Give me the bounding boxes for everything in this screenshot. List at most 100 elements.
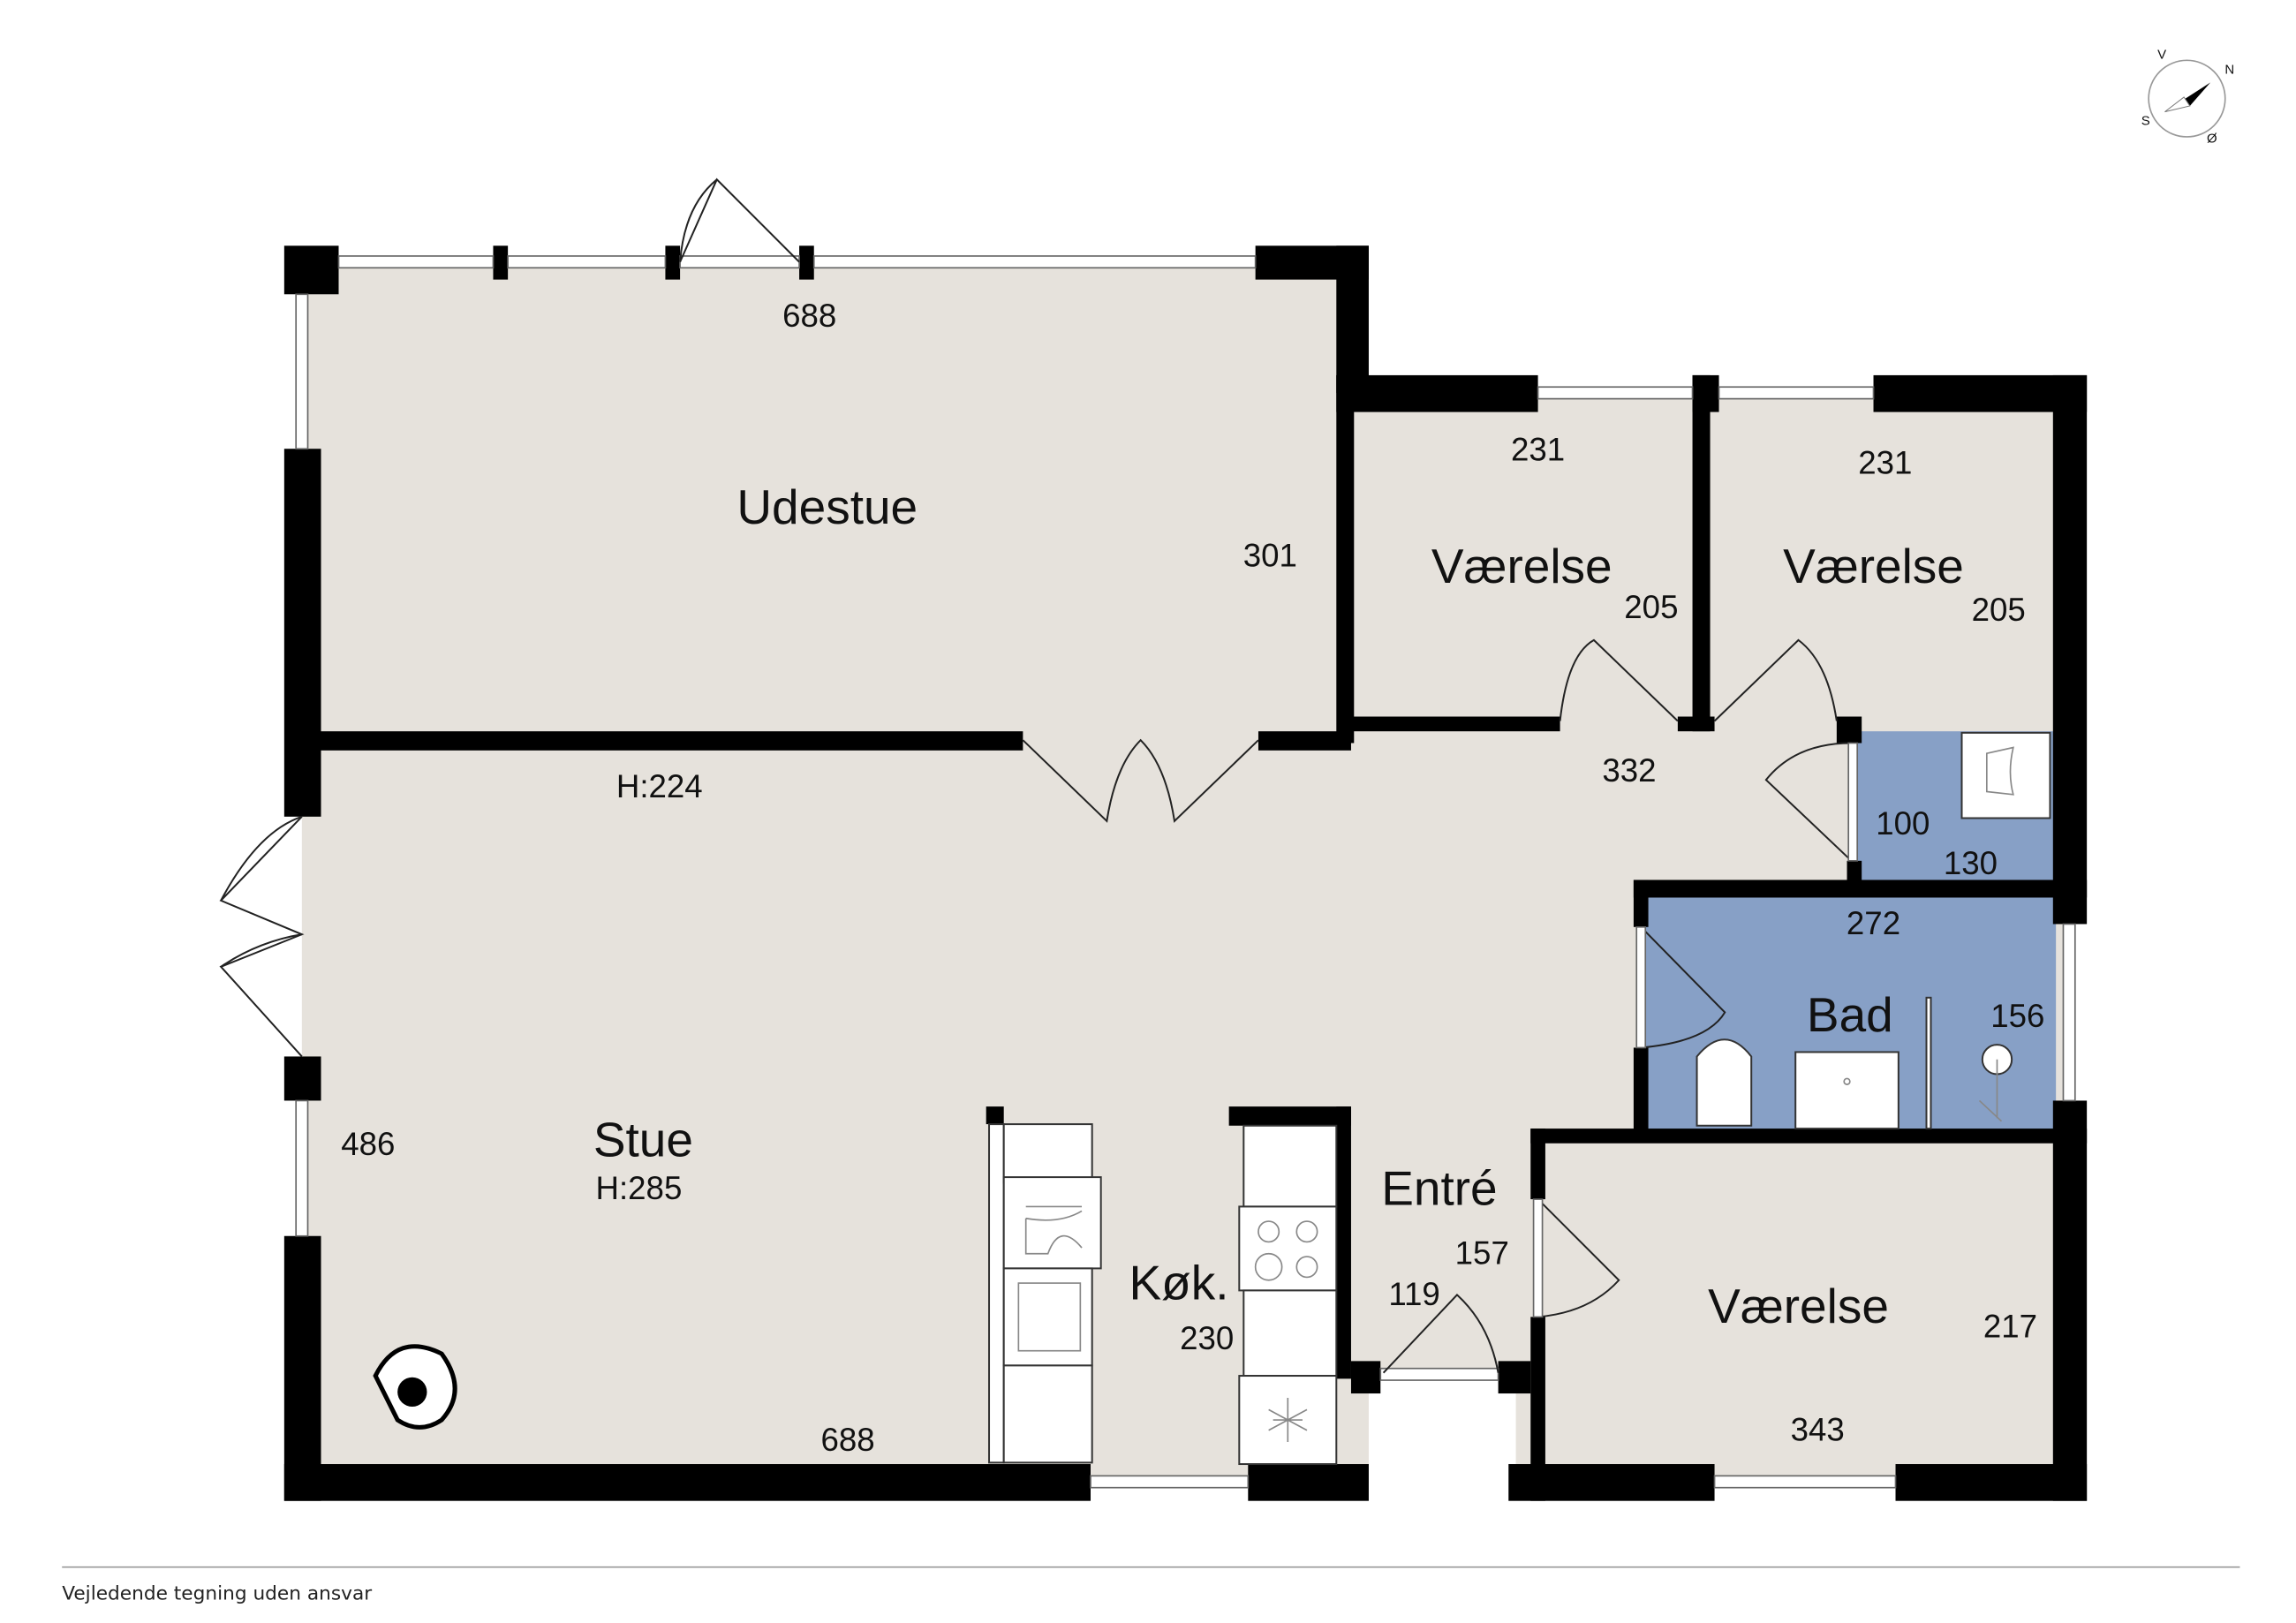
plan-shape xyxy=(1530,1317,1545,1501)
plan-shape xyxy=(2062,923,2076,1102)
plan-shape xyxy=(1873,374,2088,412)
plan-shape xyxy=(1530,1129,1545,1200)
plan-shape xyxy=(283,1464,1091,1501)
plan-shape xyxy=(1640,926,1726,1049)
vaerelse-2-name: Værelse xyxy=(1783,539,1964,593)
plan-shape xyxy=(1836,716,1862,744)
plan-shape xyxy=(1022,738,1259,823)
udestue-name: Udestue xyxy=(736,479,918,534)
plan-shape xyxy=(1017,1282,1082,1352)
udestue-width: 688 xyxy=(782,298,836,334)
washbasin-icon xyxy=(1794,1051,1899,1130)
stue-name: Stue xyxy=(593,1113,693,1167)
plan-shape xyxy=(1764,742,1853,862)
plan-shape xyxy=(1268,1398,1308,1443)
plan-shape xyxy=(1254,1252,1283,1281)
plan-shape xyxy=(1498,1361,1531,1394)
plan-shape xyxy=(2164,96,2191,113)
dimension-label: 332 xyxy=(1602,752,1656,789)
plan-shape xyxy=(1002,1123,1093,1184)
plan-shape xyxy=(1537,1198,1620,1318)
plan-shape xyxy=(283,1235,321,1501)
plan-shape xyxy=(1847,860,1862,883)
plan-shape xyxy=(1248,1464,1369,1501)
plan-shape xyxy=(1633,879,1649,927)
dimension-label: 217 xyxy=(1983,1309,2037,1345)
plan-shape xyxy=(679,177,800,263)
vaerelse-1-name: Værelse xyxy=(1431,539,1612,593)
walls xyxy=(283,245,2088,1501)
plan-shape xyxy=(493,245,509,280)
plan-shape xyxy=(1843,1077,1851,1085)
dimension-label: 100 xyxy=(1876,805,1930,842)
plan-shape xyxy=(2052,1100,2088,1501)
kokken-name: Køk. xyxy=(1129,1255,1228,1310)
dimension-label: V xyxy=(2157,48,2166,63)
plan-shape xyxy=(679,255,800,269)
plan-shape xyxy=(283,1056,321,1101)
dimension-label: H:224 xyxy=(616,768,703,804)
dimension-label: 205 xyxy=(1972,592,2026,628)
plan-shape xyxy=(321,731,1023,751)
plan-shape xyxy=(799,245,814,280)
plan-shape xyxy=(397,1377,427,1408)
plan-shape xyxy=(1713,1475,1897,1489)
plan-shape xyxy=(1336,374,1355,744)
stove-fireplace-icon xyxy=(373,1344,457,1430)
dimension-label: 157 xyxy=(1455,1234,1509,1271)
plan-shape xyxy=(1336,245,1369,393)
plan-shape xyxy=(1295,1220,1318,1243)
floor-area xyxy=(301,264,2068,1483)
dimension-label: 119 xyxy=(1388,1276,1439,1312)
plan-shape xyxy=(2148,59,2226,138)
plan-shape xyxy=(1713,638,1838,722)
plan-shape xyxy=(1258,1220,1280,1243)
plan-shape xyxy=(1350,1361,1381,1394)
plan-shape xyxy=(2052,374,2088,925)
plan-shape xyxy=(1532,1198,1544,1318)
plan-shape xyxy=(1718,386,1875,400)
dimension-label: Ø xyxy=(2207,132,2217,147)
doors xyxy=(219,177,1859,1374)
plan-shape xyxy=(295,1099,309,1237)
dimension-label: 486 xyxy=(341,1126,395,1162)
plan-shape xyxy=(1530,1129,2088,1144)
plan-shape xyxy=(1258,731,1351,751)
dimension-label: 156 xyxy=(1990,998,2044,1034)
plan-shape xyxy=(1978,1059,2003,1122)
plan-shape xyxy=(1537,386,1694,400)
dimension-label: 272 xyxy=(1847,905,1900,941)
stove-icon xyxy=(1238,1205,1338,1292)
dimension-label: 231 xyxy=(1511,432,1565,468)
toilet-icon xyxy=(1696,1038,1753,1127)
dimension-label: 688 xyxy=(820,1422,874,1458)
plan-shape xyxy=(1635,925,1647,1049)
dimension-label: 205 xyxy=(1624,589,1678,625)
compass-icon: V N S Ø xyxy=(2141,48,2234,147)
dimension-label: 130 xyxy=(1944,845,1998,881)
kitchen-fixtures xyxy=(988,1123,1338,1466)
plan-shape xyxy=(507,255,667,269)
windows xyxy=(295,255,2076,1489)
plan-shape xyxy=(1925,996,1932,1130)
plan-shape xyxy=(1336,1106,1351,1379)
plan-shape xyxy=(1228,1106,1351,1126)
dimension-label: N xyxy=(2224,62,2234,77)
dimension-label: 343 xyxy=(1791,1411,1845,1447)
plan-shape xyxy=(1985,746,2014,796)
dimension-label: H:285 xyxy=(596,1170,683,1206)
plan-shape xyxy=(1350,716,1560,732)
dishwasher-icon xyxy=(1002,1176,1102,1270)
plan-shape xyxy=(1336,374,1538,412)
room-labels: 688 Udestue 301 231 Værelse 205 231 Være… xyxy=(341,298,2044,1458)
plan-shape xyxy=(1090,1475,1250,1489)
plan-shape xyxy=(1242,1289,1338,1378)
dimension-label: S xyxy=(2141,114,2150,129)
plan-shape xyxy=(1677,716,1715,732)
plan-shape xyxy=(1295,1256,1318,1279)
plan-shape xyxy=(1002,1364,1093,1464)
plan-shape xyxy=(812,255,1257,269)
udestue-depth: 301 xyxy=(1243,538,1297,574)
plan-shape xyxy=(986,1106,1004,1125)
